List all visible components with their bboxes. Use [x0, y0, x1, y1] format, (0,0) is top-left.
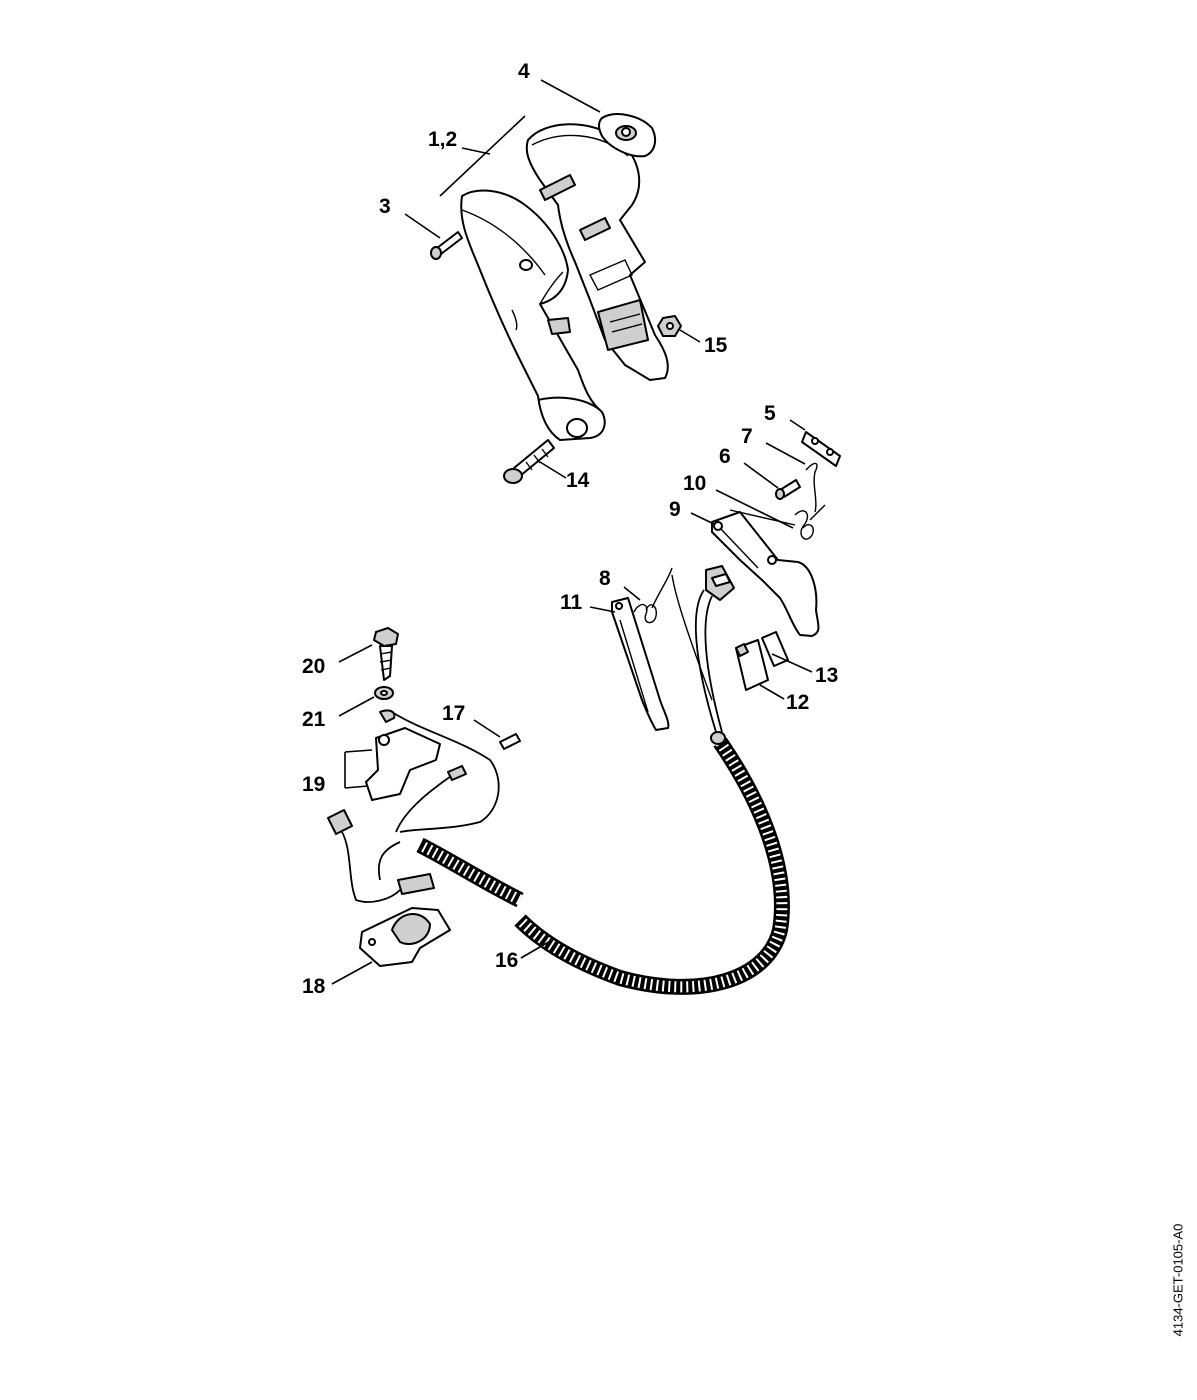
leader-lines [331, 79, 813, 985]
label-10: 10 [683, 472, 706, 495]
part-4-knob [598, 113, 657, 158]
callout-labels: 1,2 3 4 5 6 7 8 9 10 11 12 13 14 15 16 1… [302, 60, 838, 998]
label-1-2: 1,2 [428, 128, 457, 151]
label-5: 5 [764, 402, 776, 425]
label-20: 20 [302, 655, 325, 678]
part-18-module [359, 907, 451, 967]
part-20-screw [373, 627, 399, 681]
label-14: 14 [566, 469, 590, 492]
part-17-pin [499, 733, 521, 750]
part-21-washer [374, 686, 394, 700]
part-12-pad [735, 639, 769, 691]
label-13: 13 [815, 664, 838, 687]
label-4: 4 [518, 60, 530, 83]
label-17: 17 [442, 702, 465, 725]
label-19: 19 [302, 773, 325, 796]
handle-housing-left [460, 189, 606, 441]
part-5-plate [801, 431, 841, 467]
label-3: 3 [379, 195, 391, 218]
part-8-spring [633, 567, 673, 624]
part-6-screw [775, 479, 801, 500]
label-9: 9 [669, 498, 681, 521]
label-8: 8 [599, 567, 611, 590]
part-16-conduit [416, 731, 790, 995]
part-11-lock-lever [611, 597, 670, 731]
stop-switch [705, 565, 735, 601]
label-6: 6 [719, 445, 731, 468]
label-11: 11 [560, 591, 583, 614]
drawing-reference-code: 4134-GET-0105-A0 [1166, 1180, 1190, 1380]
part-15-nut [657, 315, 682, 337]
label-16: 16 [495, 949, 518, 972]
part-9-trigger [711, 511, 820, 637]
label-21: 21 [302, 708, 326, 731]
part-19-bracket [365, 709, 441, 801]
label-12: 12 [786, 691, 809, 714]
wire-connector [327, 809, 435, 903]
part-13-pad [761, 631, 789, 667]
reference-code-text: 4134-GET-0105-A0 [1170, 1223, 1186, 1337]
part-7-clip [805, 462, 818, 513]
label-7: 7 [741, 425, 753, 448]
label-18: 18 [302, 975, 326, 998]
label-15: 15 [704, 334, 728, 357]
part-3-screw [430, 231, 463, 260]
part-14-bolt [503, 439, 555, 484]
handle-housing-right [525, 123, 669, 381]
